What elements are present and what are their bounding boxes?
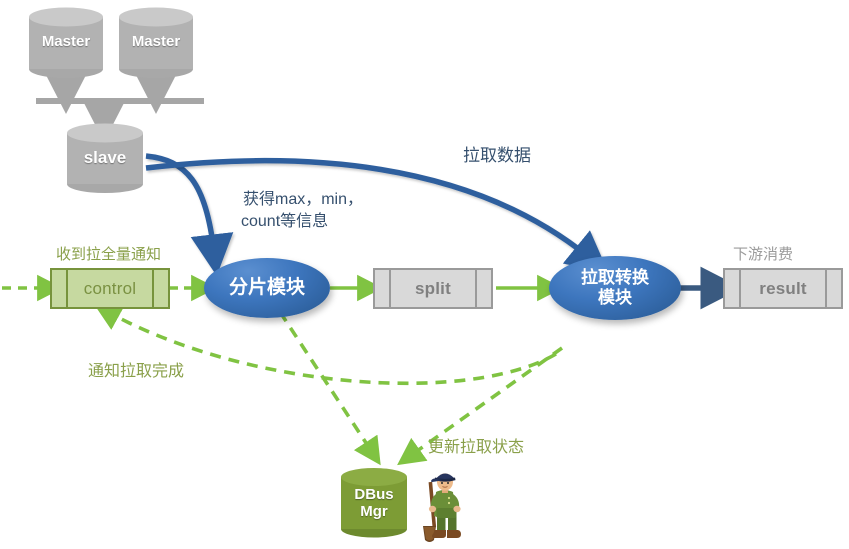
- right-bar: [825, 270, 827, 307]
- left-bar: [389, 270, 391, 307]
- label-get-stats-line2: count等信息: [241, 213, 329, 230]
- node-label: 分片模块: [228, 276, 305, 298]
- connector-slave-to-pull: [145, 157, 609, 274]
- node-label: control: [83, 278, 137, 298]
- connector-masters-to-bus: [36, 75, 204, 142]
- label-downstream-consume: 下游消费: [733, 246, 794, 263]
- node-label: result: [759, 278, 807, 298]
- node-master-right[interactable]: Master: [117, 6, 195, 78]
- node-label: Master: [131, 33, 181, 51]
- node-control[interactable]: control: [50, 268, 170, 309]
- label-notify-pull-done: 通知拉取完成: [88, 363, 185, 380]
- node-slave[interactable]: slave: [65, 122, 145, 194]
- cylinder-shape: [119, 7, 193, 78]
- node-label: split: [415, 278, 451, 298]
- cylinder-shape: [29, 7, 103, 78]
- right-bar: [475, 270, 477, 307]
- node-dbus-mgr[interactable]: DBus Mgr: [339, 467, 409, 539]
- label-update-pull-status: 更新拉取状态: [428, 439, 525, 456]
- node-label: slave: [83, 148, 127, 168]
- node-shard-module[interactable]: 分片模块: [204, 258, 330, 318]
- node-result[interactable]: result: [723, 268, 843, 309]
- worker-figure: [423, 473, 461, 542]
- label-get-stats-line1: 获得max，min，: [243, 191, 364, 208]
- node-label-line1: 拉取转换: [581, 267, 649, 287]
- connector-notify-done: [94, 304, 557, 386]
- connector-slave-to-shard: [145, 153, 234, 277]
- node-master-left[interactable]: Master: [27, 6, 105, 78]
- label-pull-data: 拉取数据: [463, 146, 531, 165]
- cylinder-shape: [341, 468, 407, 538]
- worker-icon: [411, 466, 477, 544]
- node-pull-transform-module[interactable]: 拉取转换 模块: [549, 256, 681, 320]
- node-label: Master: [41, 33, 91, 51]
- node-label-line1: DBus: [354, 485, 394, 503]
- connector-pull-to-dbusmgr: [397, 346, 564, 466]
- node-label-line2: Mgr: [360, 503, 388, 520]
- left-bar: [66, 270, 68, 307]
- left-bar: [739, 270, 741, 307]
- node-label-wrap: DBus Mgr: [354, 486, 393, 521]
- node-label-line2: 模块: [598, 288, 632, 307]
- connector-shard-to-dbusmgr: [278, 311, 381, 466]
- node-label-wrap: 拉取转换 模块: [581, 268, 649, 308]
- right-bar: [152, 270, 154, 307]
- label-received-full-notice: 收到拉全量通知: [56, 246, 162, 263]
- cylinder-shape: [67, 123, 143, 193]
- node-split[interactable]: split: [373, 268, 493, 309]
